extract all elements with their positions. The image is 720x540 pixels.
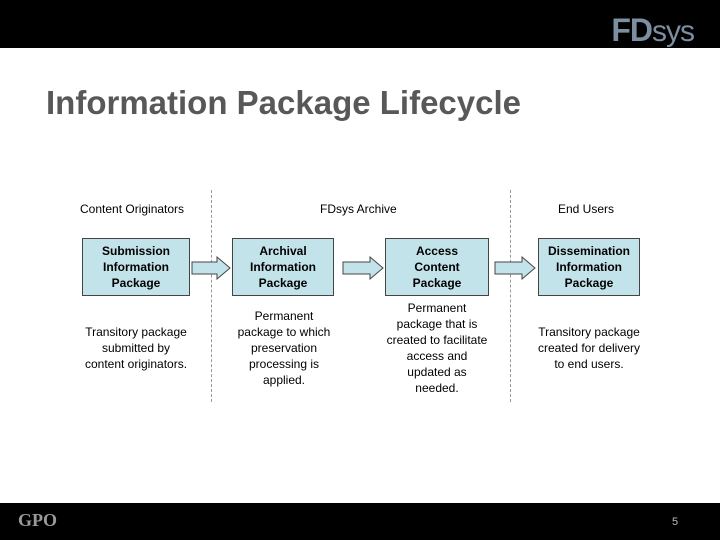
slide-title: Information Package Lifecycle bbox=[46, 84, 522, 121]
package-box-dissemination: Dissemination Information Package bbox=[538, 238, 640, 296]
column-header-end-users: End Users bbox=[558, 202, 615, 216]
package-description-dissemination: Transitory package created for delivery … bbox=[537, 325, 641, 371]
column-header-content-originators: Content Originators bbox=[80, 202, 185, 216]
package-box-submission: Submission Information Package bbox=[82, 238, 190, 296]
package-box-line: Package bbox=[412, 276, 462, 290]
package-box-line: Archival bbox=[259, 244, 307, 258]
top-bar bbox=[0, 0, 720, 48]
flow-arrow-right-icon bbox=[342, 256, 384, 280]
gpo-logo: GPO bbox=[18, 510, 57, 530]
flow-arrow-right-icon bbox=[191, 256, 231, 280]
lane-divider bbox=[211, 190, 212, 402]
flow-arrow-right-icon bbox=[494, 256, 536, 280]
column-header-fdsys-archive: FDsys Archive bbox=[320, 202, 397, 216]
package-box-archival: Archival Information Package bbox=[232, 238, 334, 296]
package-box-line: Package bbox=[564, 276, 614, 290]
package-box-line: Content bbox=[414, 260, 460, 274]
page-number: 5 bbox=[672, 516, 679, 528]
package-box-line: Information bbox=[556, 260, 622, 274]
package-box-access: Access Content Package bbox=[385, 238, 489, 296]
package-description-access: Permanent package that is created to fac… bbox=[386, 301, 488, 395]
fdsys-logo: FDsys bbox=[611, 12, 695, 48]
lane-divider bbox=[510, 190, 511, 402]
package-box-line: Submission bbox=[101, 244, 170, 258]
package-box-line: Package bbox=[258, 276, 308, 290]
package-description-archival: Permanent package to which preservation … bbox=[237, 309, 331, 387]
package-box-line: Package bbox=[111, 276, 161, 290]
package-box-line: Information bbox=[250, 260, 316, 274]
bottom-bar bbox=[0, 503, 720, 540]
package-box-line: Dissemination bbox=[547, 244, 631, 258]
package-description-submission: Transitory package submitted by content … bbox=[84, 325, 188, 371]
package-box-line: Information bbox=[102, 260, 169, 274]
package-box-line: Access bbox=[415, 244, 459, 258]
